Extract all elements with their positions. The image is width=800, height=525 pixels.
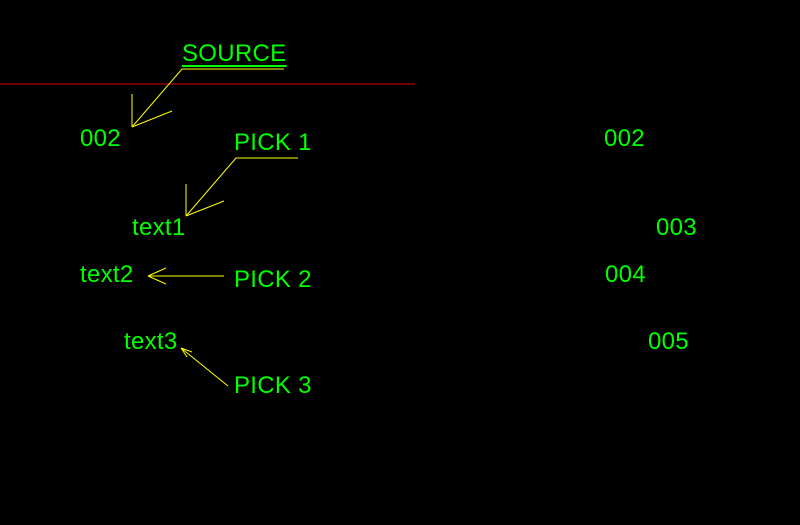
source-text-002[interactable]: 002 <box>80 125 121 152</box>
pick2-leader[interactable] <box>147 267 224 285</box>
source-leader-line[interactable] <box>131 68 284 128</box>
pick3-leader-line[interactable] <box>180 347 229 387</box>
pick3-leader-arrow-b[interactable] <box>180 347 193 353</box>
source-label[interactable]: SOURCE <box>182 40 287 67</box>
pick2-label[interactable]: PICK 2 <box>234 266 312 293</box>
source-leader[interactable] <box>131 68 284 128</box>
pick3-leader[interactable] <box>180 347 229 387</box>
pick1-leader-arrow-right[interactable] <box>185 200 225 217</box>
pick3-leader-arrow-a[interactable] <box>180 347 188 358</box>
pick2-leader-arrow-up[interactable] <box>147 267 167 277</box>
pick2-leader-arrow-down[interactable] <box>147 275 167 285</box>
source-text-text1[interactable]: text1 <box>132 214 186 241</box>
result-text-004[interactable]: 004 <box>605 261 646 288</box>
result-text-005[interactable]: 005 <box>648 328 689 355</box>
source-leader-arrow-right[interactable] <box>131 110 173 128</box>
source-text-text2[interactable]: text2 <box>80 261 134 288</box>
pick1-label[interactable]: PICK 1 <box>234 129 312 156</box>
result-text-003[interactable]: 003 <box>656 214 697 241</box>
pick1-leader-line[interactable] <box>185 157 298 217</box>
pick3-label[interactable]: PICK 3 <box>234 372 312 399</box>
result-text-002[interactable]: 002 <box>604 125 645 152</box>
source-text-text3[interactable]: text3 <box>124 328 178 355</box>
pick1-leader[interactable] <box>185 157 298 217</box>
